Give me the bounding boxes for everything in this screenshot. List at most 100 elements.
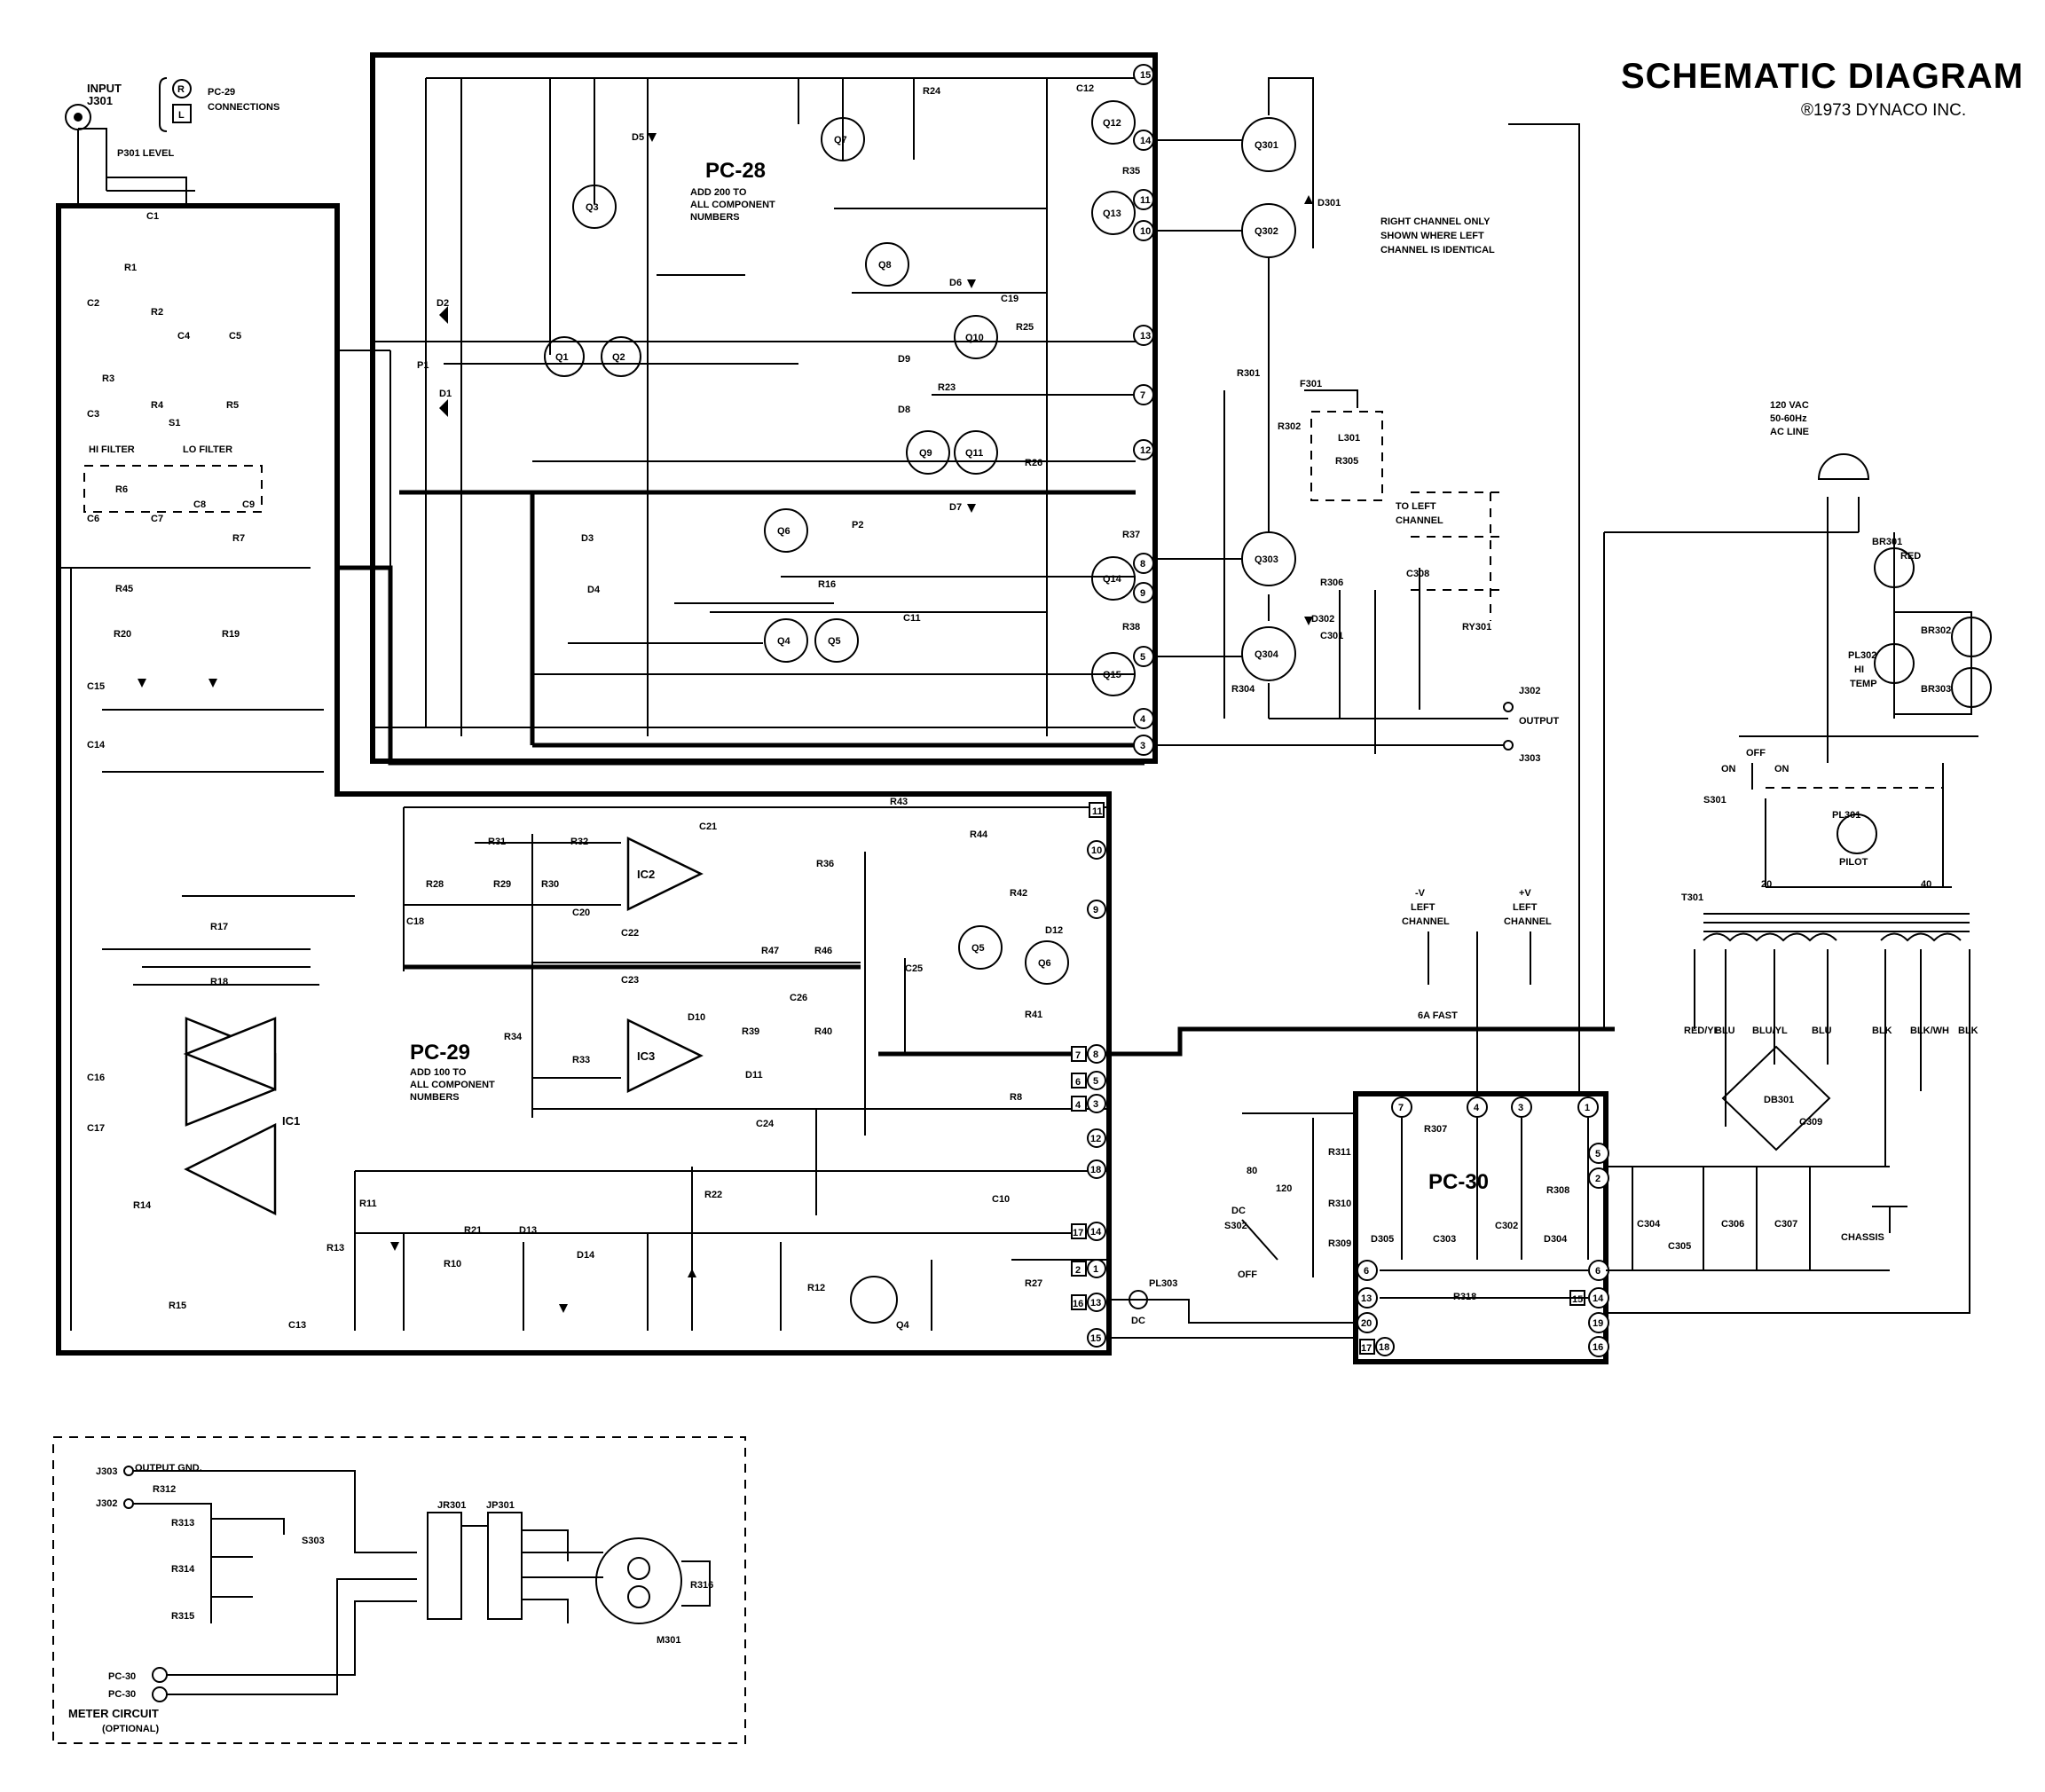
label-r2: R2 [151,307,163,318]
pc30-pad-18: 18 [1379,1342,1389,1353]
pc29-pad-12: 12 [1090,1134,1101,1144]
wire-red-yl: BLU/YL [1752,1026,1788,1036]
meter-r315: R315 [171,1611,194,1622]
pc28-name: PC-28 [705,159,766,183]
label-d304: D304 [1544,1234,1568,1245]
label-d1: D1 [439,389,452,399]
supply-leads: -V LEFT CHANNEL +V LEFT CHANNEL 6A FAST [1402,888,1580,1094]
output-label: OUTPUT [1519,716,1560,727]
label-s302-off: OFF [1238,1269,1257,1280]
pc30-pad-13: 13 [1361,1293,1372,1304]
label-c308: C308 [1406,569,1429,579]
label-r46: R46 [814,946,832,956]
label-c303: C303 [1433,1234,1456,1245]
transistor-q8-label: Q8 [878,260,892,271]
label-s1: S1 [169,418,180,428]
pc30-pad-4: 4 [1474,1103,1480,1113]
pc29-pad-18: 18 [1090,1165,1101,1175]
label-d14: D14 [577,1250,595,1261]
label-r304: R304 [1231,684,1255,695]
label-r1: R1 [124,263,137,273]
label-c1: C1 [146,211,159,222]
transistor-q3-label: Q3 [586,202,599,213]
label-r31: R31 [488,837,506,847]
transistor-q11-label: Q11 [965,448,983,459]
pos-v-line-1: +V [1519,888,1531,899]
label-c20: C20 [572,908,590,918]
label-dc-s302: DC [1231,1206,1246,1216]
transistor-q301-label: Q301 [1255,140,1278,151]
label-r24: R24 [923,86,941,97]
pc30-pad-14: 14 [1593,1293,1604,1304]
label-r32: R32 [570,837,588,847]
meter-title: METER CIRCUIT [68,1707,159,1720]
label-br301-rating: RED [1900,551,1921,562]
transistor-q5-label: Q5 [828,636,841,647]
label-d12: D12 [1045,925,1063,936]
ic3-label: IC3 [637,1049,655,1063]
label-r311: R311 [1328,1147,1351,1158]
label-c22: C22 [621,928,639,939]
hi-temp-1: HI [1854,664,1864,675]
label-br303: BR303 [1921,684,1951,695]
label-r305: R305 [1335,456,1358,467]
pc28-pad-7: 7 [1140,390,1145,401]
label-d2: D2 [437,298,449,309]
label-c24: C24 [756,1119,775,1129]
pc29-note-1: ADD 100 TO [410,1067,467,1078]
legend-text-1: PC-29 [208,87,235,98]
inductor-l301-box: L301 R305 [1310,411,1383,501]
pc28-board: PC-28 ADD 200 TO ALL COMPONENT NUMBERS 1… [370,52,1158,764]
output-stage-wiring [1153,77,1580,1020]
pc28-pad-13: 13 [1140,331,1151,342]
pc29-name: PC-29 [410,1041,470,1065]
label-c16: C16 [87,1073,105,1083]
label-c9: C9 [242,499,255,510]
label-r27: R27 [1025,1278,1042,1289]
neg-v-line-2: LEFT [1411,902,1435,913]
schematic-title: SCHEMATIC DIAGRAM [1621,57,2024,96]
label-d8: D8 [898,405,910,415]
label-c7: C7 [151,514,163,524]
pc29-q4-label: Q4 [896,1320,910,1331]
label-r5: R5 [226,400,239,411]
hi-temp-2: TEMP [1850,679,1877,689]
label-r26: R26 [1025,458,1042,468]
label-20: 80 [1247,1166,1257,1176]
wire-blk-wh: 40 [1921,879,1931,890]
note-right-channel-2: SHOWN WHERE LEFT [1380,231,1484,241]
label-c10: C10 [992,1194,1010,1205]
switch-off: OFF [1746,748,1766,758]
transistor-q10-label: Q10 [965,333,984,343]
label-r29: R29 [493,879,511,890]
pc29-pad-17: 17 [1073,1228,1083,1238]
label-br301: BR301 [1872,537,1902,547]
pc30-pad-15: 15 [1572,1294,1583,1305]
pc28-pad-column [1133,64,1154,756]
pc29-pad-6: 6 [1075,1077,1081,1088]
pc29-pad-10: 10 [1091,845,1102,856]
meter-m301: M301 [657,1635,681,1646]
pc29-pad-1: 1 [1093,1264,1098,1275]
transistor-q303-label: Q303 [1255,554,1278,565]
label-br302: BR302 [1921,625,1951,636]
copyright-notice: ®1973 DYNACO INC. [1801,101,1966,120]
label-r15: R15 [169,1301,186,1311]
label-r37: R37 [1122,530,1140,540]
switch-on-right: ON [1774,764,1789,774]
label-c17: C17 [87,1123,105,1134]
label-r34: R34 [504,1032,523,1042]
label-c301: C301 [1320,631,1343,641]
meter-circuit: J303 OUTPUT GND. J302 R312 R313 R314 R31… [52,1436,746,1744]
label-d305: D305 [1371,1234,1394,1245]
transistor-q304-label: Q304 [1255,649,1279,660]
label-ry301: RY301 [1462,622,1491,633]
pc29-pad-4: 4 [1075,1100,1081,1111]
pc30-pad-1: 1 [1585,1103,1590,1113]
pc28-pad-3: 3 [1140,741,1145,751]
label-l301: L301 [1338,433,1360,444]
input-jack-label: J301 [87,94,113,107]
meter-jr301: JR301 [437,1500,466,1511]
hi-temp-name: PL302 [1848,650,1876,661]
pos-v-line-3: CHANNEL [1504,916,1552,927]
